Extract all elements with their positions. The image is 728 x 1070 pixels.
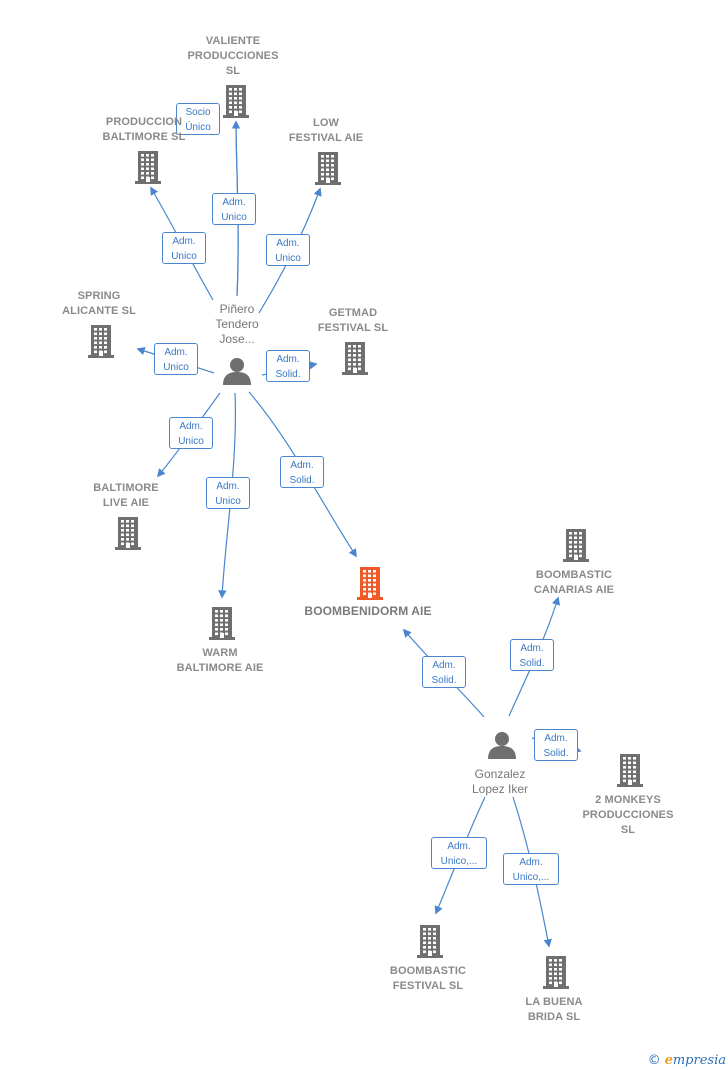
building-icon[interactable]	[87, 324, 115, 363]
company-label-warm_baltimore[interactable]: WARM BALTIMORE AIE	[176, 647, 264, 674]
building-icon[interactable]	[134, 150, 162, 189]
building-icon[interactable]	[356, 566, 384, 605]
relation-label[interactable]: Adm. Unico,...	[503, 853, 559, 885]
building-icon[interactable]	[562, 528, 590, 567]
person-icon[interactable]	[222, 357, 252, 390]
company-label-boombastic_festival[interactable]: BOOMBASTIC FESTIVAL SL	[389, 965, 467, 992]
relation-label[interactable]: Adm. Unico	[169, 417, 213, 449]
person-icon[interactable]	[487, 731, 517, 764]
company-label-produccion_baltimore[interactable]: PRODUCCION BALTIMORE SL	[102, 116, 186, 143]
copyright-icon: ©	[647, 1053, 661, 1068]
building-icon[interactable]	[114, 516, 142, 555]
relation-label[interactable]: Adm. Unico	[212, 193, 256, 225]
relation-label[interactable]: Socio Único	[176, 103, 220, 135]
relation-label[interactable]: Adm. Solid.	[280, 456, 324, 488]
company-label-two_monkeys[interactable]: 2 MONKEYS PRODUCCIONES SL	[582, 794, 674, 836]
brand-name: mpresia	[672, 1053, 726, 1068]
building-icon[interactable]	[341, 341, 369, 380]
building-icon[interactable]	[542, 955, 570, 994]
relation-label[interactable]: Adm. Solid.	[534, 729, 578, 761]
empresia-logo[interactable]: ©empresia	[648, 1053, 726, 1068]
company-label-boombastic_canarias[interactable]: BOOMBASTIC CANARIAS AIE	[533, 569, 615, 596]
building-icon[interactable]	[416, 924, 444, 963]
company-label-getmad[interactable]: GETMAD FESTIVAL SL	[317, 307, 389, 334]
building-icon[interactable]	[208, 606, 236, 645]
building-icon[interactable]	[222, 84, 250, 123]
company-label-baltimore_live[interactable]: BALTIMORE LIVE AIE	[93, 482, 159, 509]
relation-label[interactable]: Adm. Unico	[206, 477, 250, 509]
company-label-spring_alicante[interactable]: SPRING ALICANTE SL	[62, 290, 136, 317]
relation-label[interactable]: Adm. Unico	[266, 234, 310, 266]
relation-label[interactable]: Adm. Unico	[154, 343, 198, 375]
person-label-gonzalez[interactable]: Gonzalez Lopez Iker	[471, 767, 529, 796]
person-label-pinero[interactable]: Piñero Tendero Jose...	[215, 302, 259, 346]
company-label-low_festival[interactable]: LOW FESTIVAL AIE	[288, 117, 364, 144]
relation-label[interactable]: Adm. Solid.	[510, 639, 554, 671]
relation-label[interactable]: Adm. Solid.	[266, 350, 310, 382]
company-label-boombenidorm[interactable]: BOOMBENIDORM AIE	[304, 604, 432, 618]
relation-label[interactable]: Adm. Unico,...	[431, 837, 487, 869]
brand-initial: e	[664, 1053, 673, 1068]
building-icon[interactable]	[314, 151, 342, 190]
relation-label[interactable]: Adm. Solid.	[422, 656, 466, 688]
relation-label[interactable]: Adm. Unico	[162, 232, 206, 264]
company-label-valiente[interactable]: VALIENTE PRODUCCIONES SL	[187, 35, 279, 77]
building-icon[interactable]	[616, 753, 644, 792]
company-label-la_buena_brida[interactable]: LA BUENA BRIDA SL	[525, 996, 583, 1023]
